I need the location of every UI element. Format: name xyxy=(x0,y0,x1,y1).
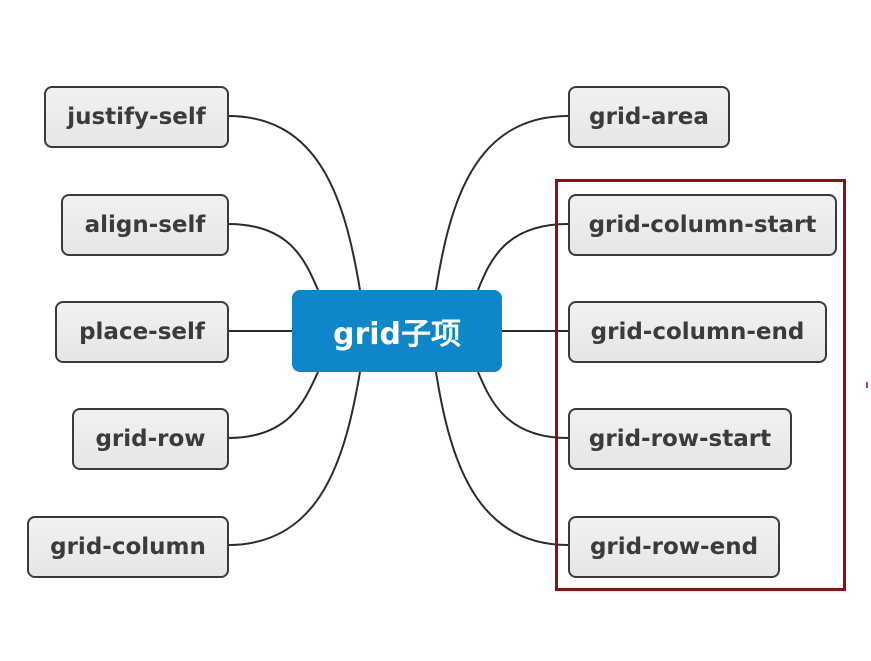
highlight-box xyxy=(555,179,846,591)
node-label: grid-column-end xyxy=(590,319,805,345)
node-grid-row-end[interactable]: grid-row-end xyxy=(568,516,780,578)
node-label: grid-column-start xyxy=(588,212,817,238)
node-grid-row-start[interactable]: grid-row-start xyxy=(568,408,792,470)
connector-grid-area xyxy=(435,115,569,291)
node-label: grid-row xyxy=(95,426,206,452)
connector-grid-column-start xyxy=(477,223,569,291)
node-grid-column[interactable]: grid-column xyxy=(27,516,229,578)
connector-align-self xyxy=(227,223,319,291)
center-node-label: grid子项 xyxy=(332,317,462,352)
node-label: align-self xyxy=(84,212,206,238)
node-label: grid-column xyxy=(50,534,206,560)
node-grid-column-end[interactable]: grid-column-end xyxy=(568,301,827,363)
node-label: grid-row-start xyxy=(588,426,772,452)
node-label: place-self xyxy=(79,319,205,345)
node-grid-row[interactable]: grid-row xyxy=(72,408,229,470)
node-label: grid-row-end xyxy=(589,534,759,560)
connector-grid-row xyxy=(227,371,319,439)
center-node[interactable]: grid子项 xyxy=(292,290,502,372)
node-grid-column-start[interactable]: grid-column-start xyxy=(568,194,837,256)
node-justify-self[interactable]: justify-self xyxy=(44,86,229,148)
connector-grid-column xyxy=(227,371,361,546)
connector-justify-self xyxy=(227,115,361,291)
connector-grid-row-end xyxy=(435,371,569,546)
node-align-self[interactable]: align-self xyxy=(61,194,229,256)
connector-grid-row-start xyxy=(477,371,569,439)
node-label: justify-self xyxy=(67,104,206,130)
node-label: grid-area xyxy=(589,104,709,130)
edge-mark xyxy=(866,382,868,388)
node-grid-area[interactable]: grid-area xyxy=(568,86,730,148)
node-place-self[interactable]: place-self xyxy=(55,301,229,363)
